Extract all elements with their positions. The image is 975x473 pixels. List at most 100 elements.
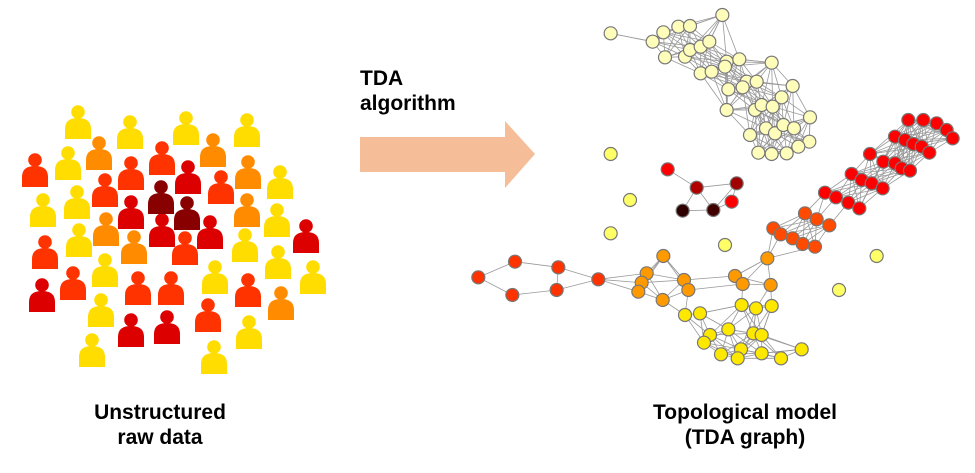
graph-node bbox=[794, 342, 809, 357]
arrow-label-line2: algorithm bbox=[360, 92, 456, 115]
graph-node bbox=[706, 202, 721, 218]
graph-node bbox=[696, 335, 712, 350]
graph-node bbox=[809, 212, 824, 227]
person-icon bbox=[172, 231, 198, 265]
graph-node bbox=[742, 127, 758, 143]
person-icon bbox=[118, 156, 144, 190]
person-icon bbox=[149, 141, 175, 175]
person-icon bbox=[118, 195, 144, 229]
graph-edge bbox=[780, 224, 830, 235]
graph-node bbox=[802, 110, 818, 125]
graph-edge bbox=[514, 261, 559, 268]
person-icon bbox=[175, 160, 201, 194]
graph-node bbox=[734, 297, 749, 313]
graph-edge bbox=[610, 32, 653, 43]
person-icon bbox=[208, 170, 234, 204]
graph-node bbox=[730, 351, 745, 366]
graph-node bbox=[751, 145, 766, 160]
graph-node bbox=[916, 112, 931, 128]
graph-node bbox=[507, 254, 523, 269]
graph-node bbox=[717, 237, 733, 253]
graph-edge bbox=[709, 304, 742, 336]
person-icon bbox=[93, 212, 119, 246]
person-icon bbox=[235, 155, 261, 189]
person-icon bbox=[202, 260, 228, 294]
graph-edge bbox=[724, 62, 772, 68]
graph-node bbox=[721, 322, 736, 337]
graph-node bbox=[767, 126, 783, 141]
graph-node bbox=[773, 351, 789, 366]
graph-node bbox=[591, 272, 606, 287]
person-icon bbox=[232, 228, 258, 262]
graph-edge bbox=[754, 109, 759, 153]
graph-node bbox=[779, 146, 794, 161]
person-icon bbox=[22, 153, 48, 187]
graph-node bbox=[807, 239, 823, 254]
topological-model-label: Topological model (TDA graph) bbox=[600, 400, 890, 450]
graph-edge bbox=[700, 73, 727, 111]
person-icon bbox=[200, 133, 226, 167]
graph-node bbox=[631, 284, 646, 299]
graph-node bbox=[876, 154, 891, 169]
person-icon bbox=[117, 115, 143, 149]
graph-node bbox=[795, 236, 810, 252]
graph-edge bbox=[683, 275, 736, 281]
person-icon bbox=[268, 286, 294, 320]
graph-node bbox=[922, 145, 937, 160]
graph-node bbox=[791, 139, 806, 154]
person-icon bbox=[148, 180, 174, 214]
person-icon bbox=[121, 230, 147, 264]
graph-node bbox=[765, 99, 780, 114]
graph-node bbox=[655, 292, 670, 308]
graph-node bbox=[754, 327, 769, 343]
graph-edge bbox=[598, 278, 642, 284]
graph-node bbox=[721, 82, 736, 97]
graph-node bbox=[822, 218, 837, 233]
person-icon bbox=[264, 203, 290, 237]
graph-edge bbox=[742, 87, 751, 136]
graph-node bbox=[732, 52, 747, 67]
graph-node bbox=[677, 307, 693, 323]
right-label-line2: (TDA graph) bbox=[684, 426, 806, 449]
graph-node bbox=[549, 282, 564, 298]
person-icon bbox=[173, 111, 199, 145]
graph-node bbox=[715, 7, 730, 23]
graph-edge bbox=[512, 289, 557, 296]
graph-edge bbox=[688, 283, 743, 291]
graph-nodes bbox=[471, 7, 960, 366]
graph-node bbox=[901, 112, 916, 128]
graph-edge bbox=[556, 278, 599, 291]
person-icon bbox=[66, 223, 92, 257]
graph-edge bbox=[726, 109, 767, 129]
person-icon bbox=[201, 340, 227, 374]
graph-node bbox=[754, 346, 769, 361]
graph-node bbox=[902, 163, 918, 178]
person-icon bbox=[30, 193, 56, 227]
graph-node bbox=[862, 146, 878, 162]
graph-edge bbox=[721, 14, 740, 60]
person-icon bbox=[125, 271, 151, 305]
graph-node bbox=[702, 34, 717, 49]
graph-node bbox=[645, 34, 660, 49]
person-icon bbox=[267, 165, 293, 199]
person-icon bbox=[265, 245, 291, 279]
graph-node bbox=[622, 192, 638, 208]
graph-node bbox=[852, 201, 867, 216]
person-icon bbox=[235, 273, 261, 307]
person-icon bbox=[64, 185, 90, 219]
person-icon bbox=[234, 193, 260, 227]
person-icon bbox=[197, 215, 223, 249]
graph-node bbox=[831, 282, 847, 298]
person-icon bbox=[65, 105, 91, 139]
graph-node bbox=[749, 74, 764, 89]
graph-node bbox=[828, 190, 844, 205]
graph-node bbox=[717, 59, 733, 74]
graph-node bbox=[724, 194, 739, 209]
graph-node bbox=[841, 195, 856, 210]
person-icon bbox=[195, 298, 221, 332]
graph-node bbox=[551, 260, 566, 275]
left-label-line2: raw data bbox=[117, 426, 203, 449]
graph-node bbox=[713, 347, 729, 362]
unstructured-data-label: Unstructured raw data bbox=[40, 400, 280, 450]
person-icon bbox=[29, 278, 55, 312]
